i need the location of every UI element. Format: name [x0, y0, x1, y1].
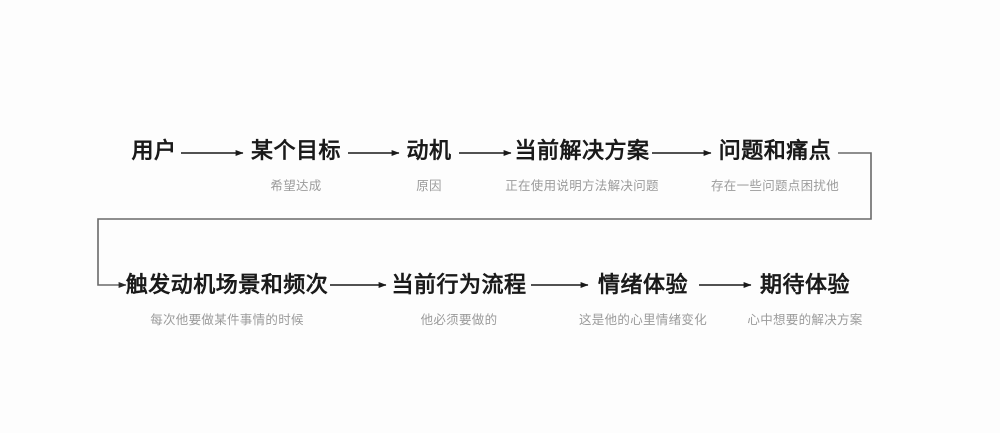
node-expectation[interactable]: 期待体验 心中想要的解决方案 — [747, 272, 862, 328]
node-current-solution[interactable]: 当前解决方案 正在使用说明方法解决问题 — [505, 138, 659, 194]
node-goal[interactable]: 某个目标 希望达成 — [251, 138, 341, 194]
node-motivation-sublabel: 原因 — [416, 179, 442, 193]
node-user[interactable]: 用户 — [131, 138, 176, 178]
node-emotion-title: 情绪体验 — [597, 272, 689, 297]
node-emotion[interactable]: 情绪体验 这是他的心里情绪变化 — [579, 272, 707, 328]
node-problems-sublabel: 存在一些问题点困扰他 — [710, 179, 840, 193]
node-current-solution-sublabel: 正在使用说明方法解决问题 — [505, 179, 659, 193]
node-current-behavior-sublabel: 他必须要做的 — [420, 313, 498, 327]
node-expectation-sublabel: 心中想要的解决方案 — [747, 313, 863, 327]
node-current-solution-title: 当前解决方案 — [514, 138, 650, 163]
node-current-behavior-title: 当前行为流程 — [391, 272, 527, 297]
node-problems[interactable]: 问题和痛点 存在一些问题点困扰他 — [711, 138, 839, 194]
node-emotion-sublabel: 这是他的心里情绪变化 — [578, 313, 708, 327]
node-goal-title: 某个目标 — [250, 138, 342, 163]
node-trigger-title: 触发动机场景和频次 — [125, 272, 329, 297]
node-goal-sublabel: 希望达成 — [270, 179, 322, 193]
node-trigger[interactable]: 触发动机场景和频次 每次他要做某件事情的时候 — [126, 272, 329, 328]
node-problems-title: 问题和痛点 — [718, 138, 832, 163]
node-trigger-sublabel: 每次他要做某件事情的时候 — [150, 313, 304, 327]
node-motivation-title: 动机 — [406, 138, 452, 163]
node-user-title: 用户 — [131, 138, 177, 163]
node-expectation-title: 期待体验 — [759, 272, 851, 297]
node-motivation[interactable]: 动机 原因 — [406, 138, 451, 194]
node-current-behavior[interactable]: 当前行为流程 他必须要做的 — [391, 272, 526, 328]
